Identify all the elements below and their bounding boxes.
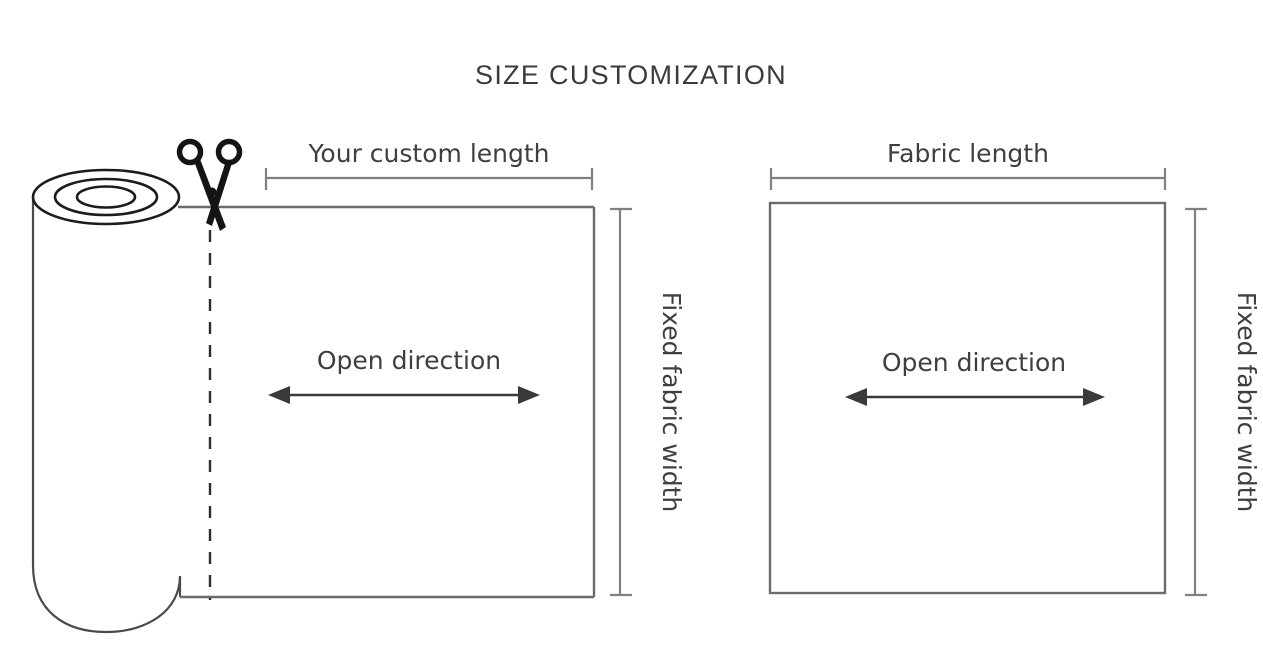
fixed-width-label-left: Fixed fabric width: [657, 292, 686, 513]
fixed-width-dimension-left: [610, 207, 632, 597]
fabric-length-dimension: [769, 168, 1167, 190]
custom-length-dimension: [264, 168, 594, 190]
fabric-length-label: Fabric length: [887, 139, 1049, 168]
open-direction-label-left: Open direction: [317, 346, 501, 375]
roll-ellipse-middle: [53, 177, 159, 217]
arrowhead-left: [268, 386, 290, 404]
arrowhead-right: [1083, 388, 1105, 406]
scissors-handle-right: [215, 138, 243, 166]
scissors-handle-left: [176, 138, 204, 166]
unrolled-fabric-sheet: [178, 205, 596, 599]
fabric-rectangle: [768, 201, 1167, 595]
roll-ellipse-outer: [31, 168, 181, 226]
roll-ellipse-inner: [75, 185, 137, 209]
open-direction-label-right: Open direction: [882, 348, 1066, 377]
scissors-icon: [176, 138, 243, 231]
open-direction-arrow-left: [268, 386, 540, 404]
custom-length-label: Your custom length: [307, 139, 549, 168]
arrowhead-right: [518, 386, 540, 404]
fabric-roll-icon: [31, 168, 182, 634]
custom-cut-panel: Your custom length Fixed fabric width Op…: [31, 138, 686, 634]
fixed-width-label-right: Fixed fabric width: [1232, 292, 1261, 513]
arrowhead-left: [845, 388, 867, 406]
fixed-width-dimension-right: [1185, 207, 1207, 597]
scissors-pivot: [207, 187, 217, 197]
open-direction-arrow-right: [845, 388, 1105, 406]
scissors-blade-right: [206, 161, 232, 226]
diagram-title: SIZE CUSTOMIZATION: [475, 60, 787, 90]
full-bolt-panel: Fabric length Fixed fabric width Open di…: [768, 139, 1261, 597]
